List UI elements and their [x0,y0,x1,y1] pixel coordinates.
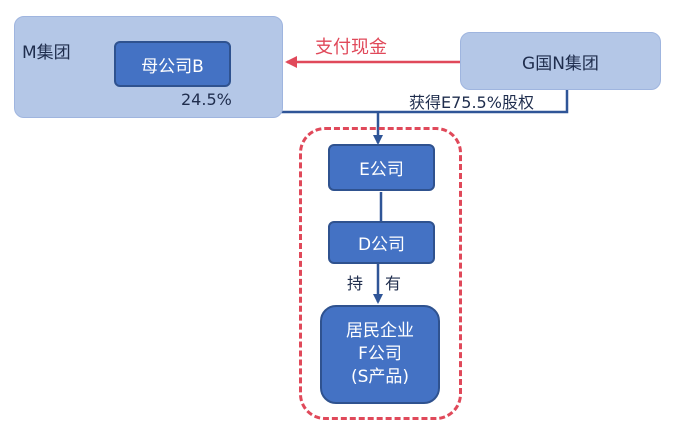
hold-label-2: 有 [385,274,402,293]
parent-company-b: 母公司B [114,41,231,87]
company-f-line1: 居民企业 [346,321,414,342]
stake-g-label: 获得E75.5%股权 [409,93,534,112]
pay-cash-label: 支付现金 [315,37,387,58]
company-e: E公司 [328,144,435,191]
dashed-boundary [299,127,462,420]
g-group-box: G国N集团 [460,32,661,90]
hold-label-1: 持 [347,274,364,293]
company-d: D公司 [328,221,435,264]
m-group-label: M集团 [22,43,71,63]
company-f: 居民企业 F公司 (S产品) [320,305,440,404]
company-f-line2: F公司 [358,344,402,365]
company-f-line3: (S产品) [350,366,410,387]
stake-b-label: 24.5% [181,90,232,109]
